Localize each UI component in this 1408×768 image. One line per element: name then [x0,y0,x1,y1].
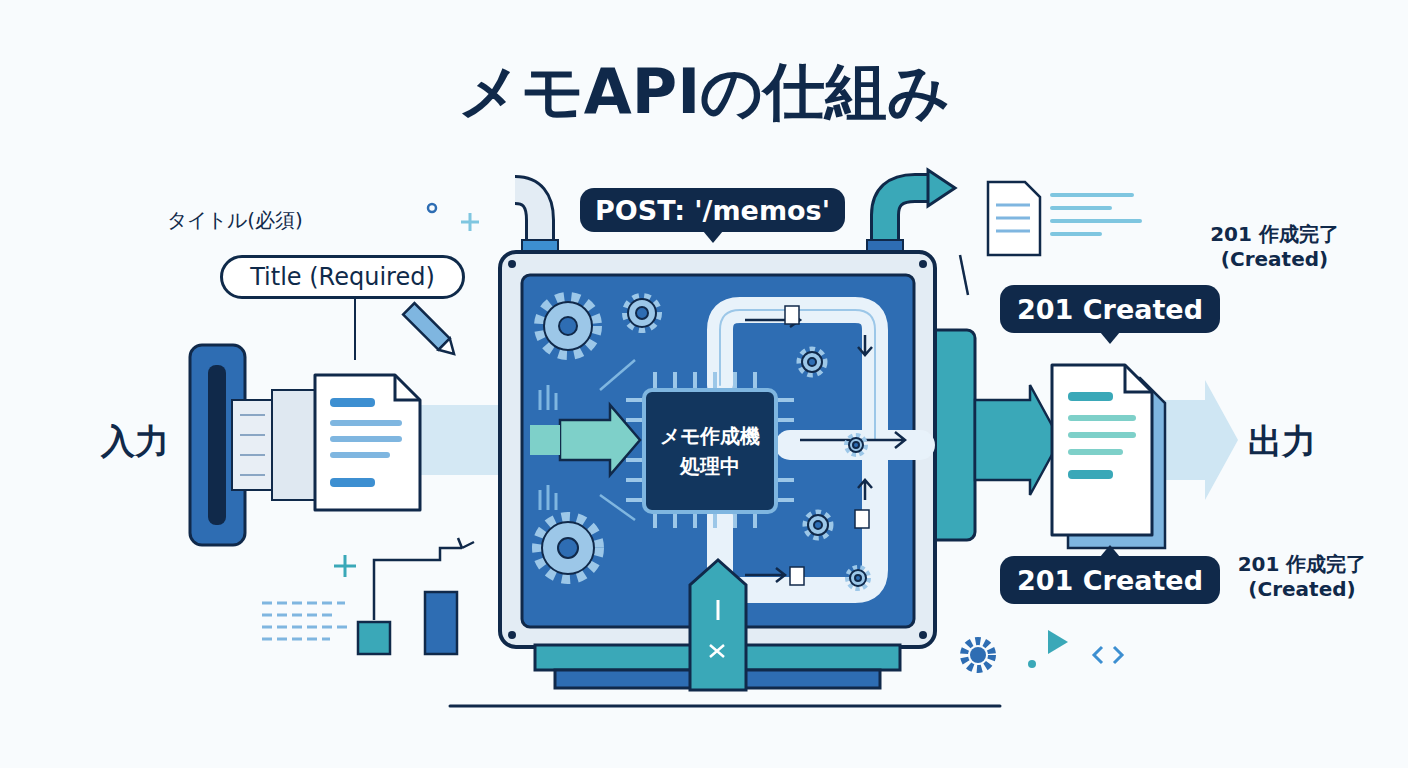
output-label: 出力 [1232,420,1332,463]
endpoint-pill: POST: '/memos' [580,188,845,232]
node-text: 201 Created [1017,565,1203,596]
node-text: POST: '/memos' [595,195,830,226]
field-caption: タイトル(必須) [140,208,330,233]
status-pill: 201 Created [1000,285,1220,333]
diagram-title: メモAPIの仕組み [0,50,1408,134]
node-text: 201 Created [1017,294,1203,325]
input-field-pill: Title (Required) [220,255,465,299]
processor-chip: メモ作成機 処理中 [642,388,778,514]
node-text: メモ作成機 処理中 [654,421,766,481]
node-text: Title (Required) [250,263,435,291]
status-caption: 201 作成完了 (Created) [1192,222,1357,272]
status-caption: 201 作成完了 (Created) [1222,552,1382,602]
status-pill: 201 Created [1000,556,1220,604]
input-label: 入力 [85,420,185,463]
